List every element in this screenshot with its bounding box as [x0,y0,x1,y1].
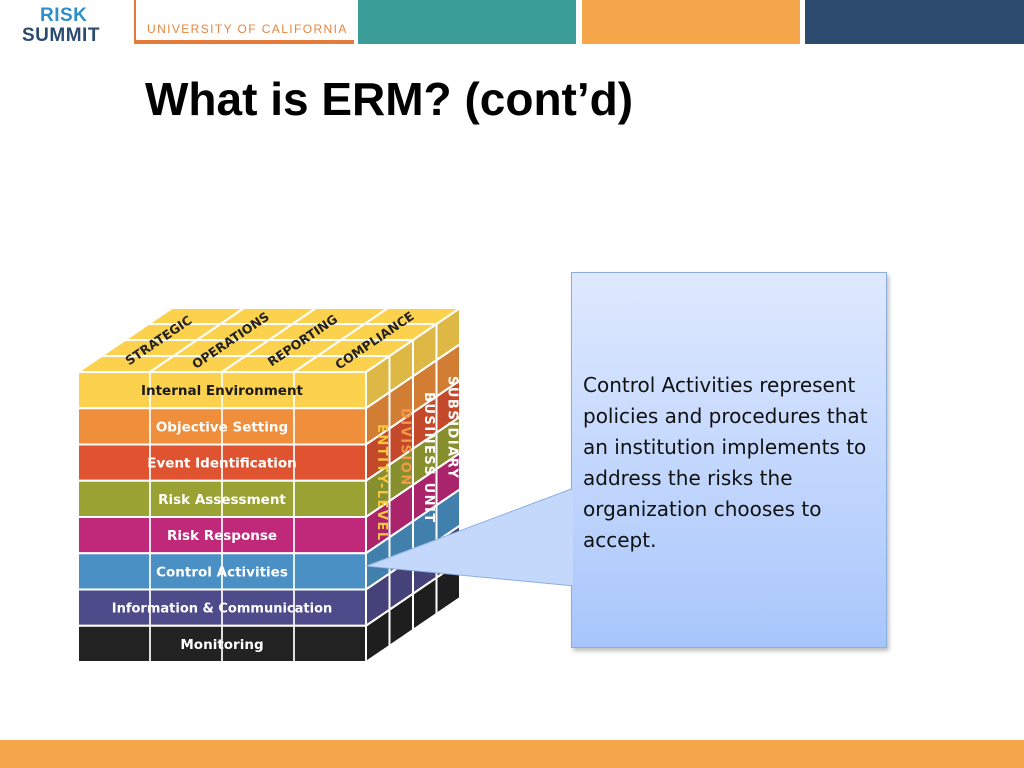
cube-component-label: Information & Communication [112,602,333,617]
header-band-teal [358,0,576,44]
risk-summit-logo: RISK SUMMIT [22,5,117,47]
cube-component-label: Risk Assessment [158,492,286,508]
cube-side-label: SUBSIDIARY [444,376,459,479]
callout-text: Control Activities represent policies an… [583,373,868,552]
logo-line-risk: RISK [40,5,88,26]
cube-component-label: Event Identification [147,456,297,472]
cube-top-cell [361,307,464,325]
cube-component-label: Risk Response [167,528,277,544]
slide-title: What is ERM? (cont’d) [145,73,634,125]
header-band-institution [136,0,354,44]
cube-component-label: Objective Setting [156,419,288,435]
cube-side-label: ENTITY-LEVEL [374,424,389,542]
header-divider [134,0,136,44]
cube-side-label: BUSINESS UNIT [421,392,436,524]
header-band-navy [805,0,1024,44]
institution-name: UNIVERSITY OF CALIFORNIA [147,22,348,36]
cube-side-label: DIVISION [397,408,412,487]
cube-component-label: Monitoring [180,637,263,653]
cube-component-label: Internal Environment [141,383,304,399]
callout-box [571,272,887,648]
cube-component-label: Control Activities [156,564,288,580]
logo-line-summit: SUMMIT [22,25,100,46]
footer-bar [0,740,1024,768]
header-band-orange [582,0,800,44]
